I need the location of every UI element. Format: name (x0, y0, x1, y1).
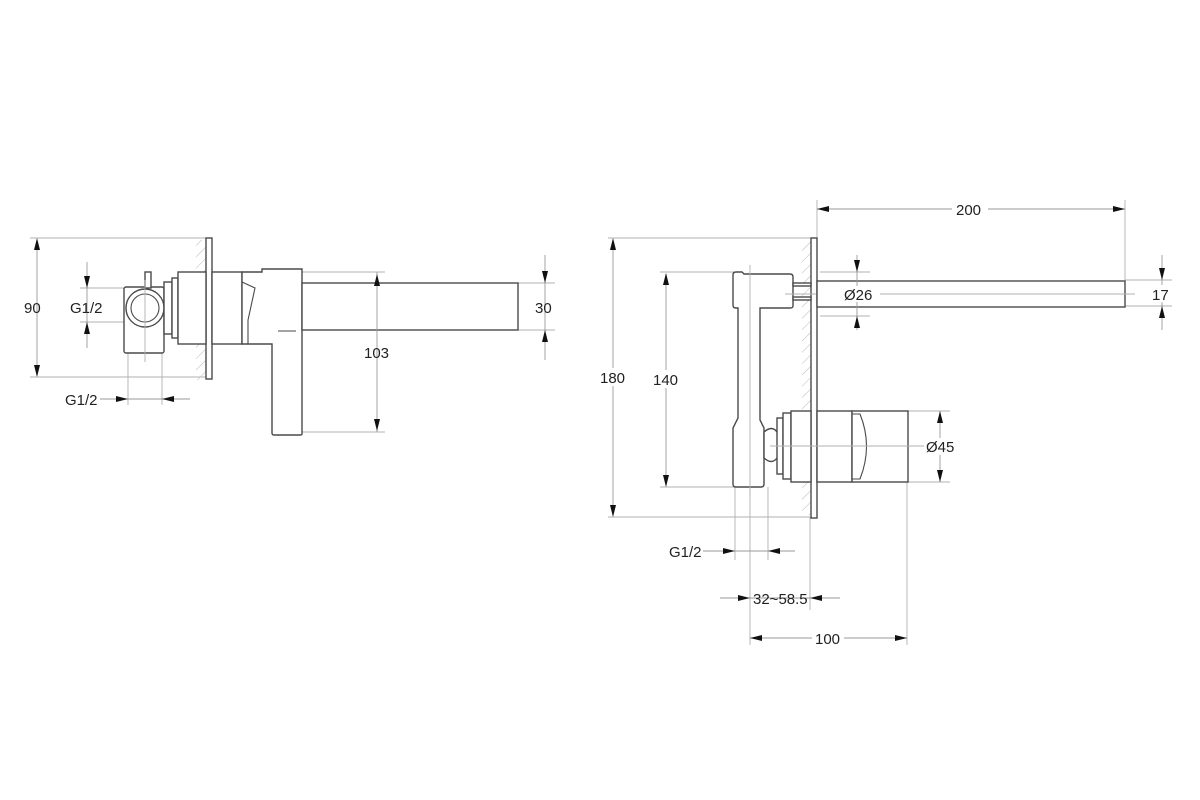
collar (211, 271, 243, 345)
dim-inlet-horizontal: G1/2 (65, 392, 98, 409)
wall-plate (810, 237, 818, 519)
dim-wall-depth-range: 32~58.5 (753, 591, 808, 608)
dim-handle-diameter: Ø45 (926, 439, 954, 456)
dim-spout-length: 200 (956, 202, 981, 219)
handle-knob (851, 410, 909, 483)
dim-spout-thickness: 17 (1152, 287, 1169, 304)
wall-plate (205, 237, 213, 380)
dim-overall-height: 180 (600, 370, 625, 387)
dim-body-height: 140 (653, 372, 678, 389)
dim-overall-height: 90 (24, 300, 41, 317)
dim-spout-height: 30 (535, 300, 552, 317)
inlet-nub (144, 271, 152, 289)
dim-handle-height: 103 (364, 345, 389, 362)
spout (301, 282, 519, 331)
installation-view: 200 Ø26 17 180 140 Ø45 G1 (598, 200, 1174, 648)
handle-lever (241, 268, 303, 436)
valve-body-t (732, 271, 794, 488)
dim-spout-diameter: Ø26 (844, 287, 872, 304)
dim-inlet-vertical: G1/2 (70, 300, 103, 317)
dim-inlet: G1/2 (669, 544, 702, 561)
side-view: 90 G1/2 G1/2 103 30 (24, 237, 555, 436)
dim-handle-projection: 100 (815, 631, 840, 648)
valve-body (177, 271, 207, 345)
